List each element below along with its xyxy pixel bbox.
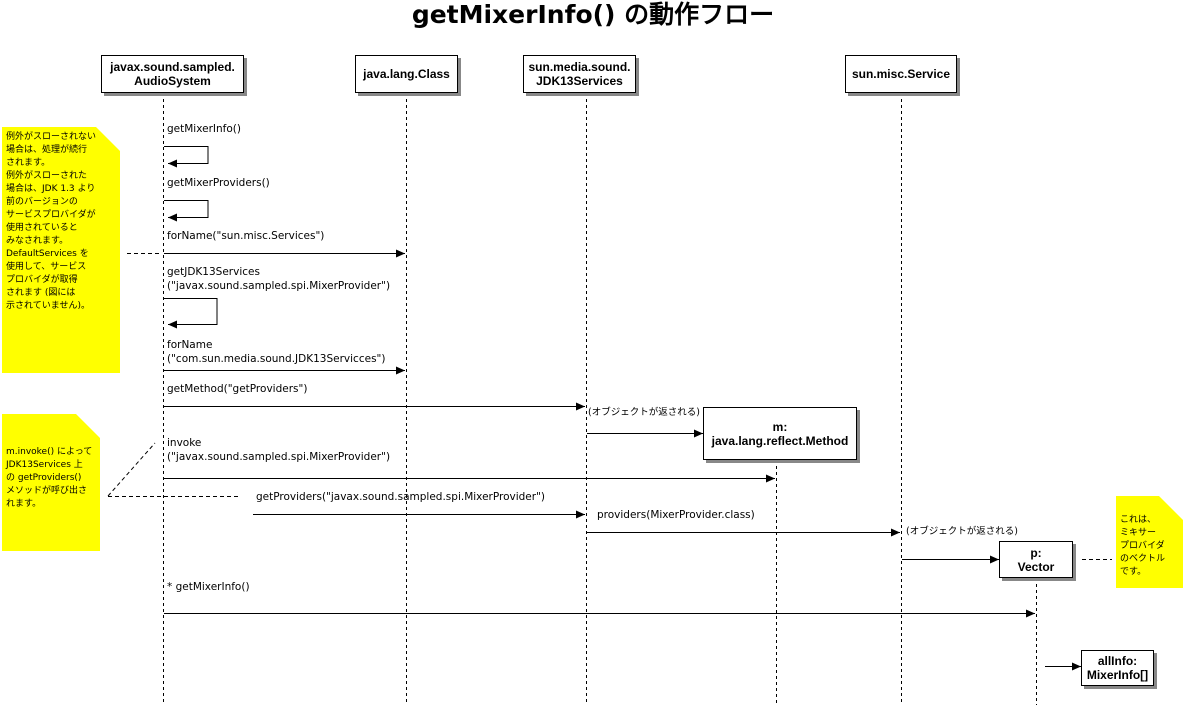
object-jdk13services-line2: JDK13Services — [536, 74, 623, 88]
object-vector: p:Vector — [999, 541, 1073, 578]
message-invoke: invoke ("javax.sound.sampled.spi.MixerPr… — [167, 437, 391, 463]
note-connector-invoke-a — [107, 442, 156, 497]
object-audio-system-line2: AudioSystem — [134, 74, 211, 88]
object-service-line1: sun.misc.Service — [851, 67, 951, 81]
object-audio-system: javax.sound.sampled.AudioSystem — [101, 55, 244, 93]
message-return-vector: (オブジェクトが返される) — [906, 526, 1018, 537]
message-getmixerproviders: getMixerProviders() — [167, 177, 270, 189]
object-service: sun.misc.Service — [845, 55, 957, 93]
object-mixerinfo: allInfo:MixerInfo[] — [1081, 650, 1154, 686]
message-providers: providers(MixerProvider.class) — [597, 509, 755, 521]
message-getmixerinfo: getMixerInfo() — [167, 123, 241, 135]
self-call-getmixerinfo — [164, 146, 209, 168]
message-getmethod: getMethod("getProviders") — [167, 383, 308, 395]
object-jdk13services: sun.media.sound.JDK13Services — [523, 55, 636, 93]
message-forname-services: forName("sun.misc.Services") — [167, 230, 325, 242]
object-vector-line1: p: — [1030, 545, 1042, 560]
message-forname-jdk13: forName ("com.sun.media.sound.JDK13Servi… — [167, 339, 386, 365]
object-method-line2: java.lang.reflect.Method — [711, 433, 849, 448]
message-getjdk13services: getJDK13Services ("javax.sound.sampled.s… — [167, 266, 391, 292]
diagram-title: getMixerInfo() の動作フロー — [411, 0, 775, 29]
message-getproviders: getProviders("javax.sound.sampled.spi.Mi… — [256, 491, 545, 503]
message-getmixerinfo-loop: * getMixerInfo() — [167, 581, 250, 593]
object-vector-line2: Vector — [1017, 559, 1055, 574]
object-mixerinfo-line2: MixerInfo[] — [1086, 668, 1149, 682]
note-exceptions: 例外がスローされない 場合は、処理が続行 されます。 例外がスローされた 場合は… — [2, 126, 121, 373]
object-class: java.lang.Class — [355, 55, 458, 93]
note-invoke: m.invoke() によって JDK13Services 上 の getPro… — [2, 413, 101, 551]
object-method-line1: m: — [772, 419, 788, 434]
object-method: m:java.lang.reflect.Method — [703, 407, 857, 460]
object-jdk13services-line1: sun.media.sound. — [528, 60, 631, 74]
self-call-getmixerproviders — [164, 200, 209, 222]
object-class-line1: java.lang.Class — [363, 67, 450, 81]
message-return-method: (オブジェクトが返される) — [588, 407, 700, 418]
self-call-getjdk13services — [164, 298, 218, 329]
note-vector: これは、 ミキサー プロバイダ のベクトル です。 — [1116, 495, 1184, 588]
object-mixerinfo-line1: allInfo: — [1097, 654, 1138, 668]
object-audio-system-line1: javax.sound.sampled. — [110, 60, 235, 74]
